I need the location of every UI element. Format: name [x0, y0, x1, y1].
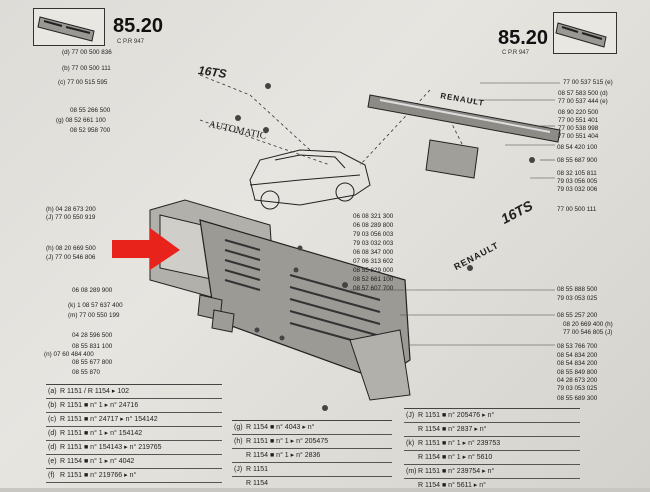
page-number-left: 85.20: [113, 15, 164, 37]
part-label: (g) 08 52 661 100: [56, 117, 106, 124]
red-arrow-icon: [112, 228, 180, 270]
part-label: 04 28 673 200: [557, 377, 598, 384]
part-label: 77 00 551 404: [558, 133, 599, 140]
part-label: 08 55 266 500: [70, 107, 111, 114]
part-label: (n) 07 60 484 400: [44, 351, 94, 358]
part-label: 77 00 551 401: [558, 117, 599, 124]
part-label: 08 32 105 811: [557, 170, 597, 177]
header-thumbnail-left: [33, 8, 105, 46]
part-label: 77 00 546 805 (J): [563, 329, 613, 336]
grille-thumbnail-icon: [555, 22, 607, 48]
part-label: 08 20 669 400 (h): [563, 321, 613, 328]
part-label: 08 54 834 200: [557, 352, 598, 359]
part-label: 08 55 689 300: [557, 395, 598, 402]
table-row: (d)R 1151 ■ n° 1 ▸ n° 154142: [46, 427, 222, 441]
table-row: (b)R 1151 ■ n° 1 ▸ n° 24716: [46, 399, 222, 413]
part-label: 79 03 056 005: [557, 178, 598, 185]
part-label: 77 00 537 515 (e): [563, 79, 613, 86]
page-ref-right: C P.R 947: [502, 50, 529, 56]
part-label: (d) 77 00 500 836: [62, 49, 112, 56]
table-row: (a)R 1151 / R 1154 ▸ 102: [46, 385, 222, 399]
header-thumbnail-right: [553, 12, 617, 54]
part-label: 79 03 032 006: [557, 186, 598, 193]
part-label: (h) 04 28 673 200: [46, 206, 96, 213]
serial-table-left: (a)R 1151 / R 1154 ▸ 102 (b)R 1151 ■ n° …: [46, 384, 222, 483]
table-row: R 1154: [246, 480, 269, 487]
table-row: R 1154 ■ n° 1 ▸ n° 5610: [404, 451, 580, 465]
part-label: 08 55 831 100: [72, 343, 113, 350]
part-label: 08 55 849 800: [557, 369, 598, 376]
part-label: (J) 77 00 546 806: [46, 254, 96, 261]
part-label: 06 08 347 000: [353, 249, 394, 256]
table-row: (d)R 1151 ■ n° 154143 ▸ n° 219765: [46, 441, 222, 455]
part-label: 08 55 257 200: [557, 312, 598, 319]
table-row: (J)R 1151: [232, 463, 392, 477]
table-row: (J)R 1151 ■ n° 205476 ▸ n°: [404, 409, 580, 423]
table-row: R 1154 ■ n° 5611 ▸ n°: [418, 482, 486, 489]
part-label: (c) 77 00 515 595: [58, 79, 108, 86]
part-label: 06 08 321 300: [353, 213, 394, 220]
part-label: 08 57 607 700: [353, 285, 394, 292]
part-label: (k) 1 08 57 637 400: [68, 302, 123, 309]
part-label: 79 03 032 003: [353, 240, 394, 247]
part-label: 08 55 687 900: [557, 157, 598, 164]
part-label: (h) 08 20 669 500: [46, 245, 96, 252]
table-row: (h)R 1151 ■ n° 1 ▸ n° 205475: [232, 435, 392, 449]
part-label: 08 57 583 500 (d): [558, 90, 608, 97]
part-label: 08 55 677 800: [72, 359, 113, 366]
car-outline: [249, 149, 371, 210]
table-row: (g)R 1154 ■ n° 4043 ▸ n°: [232, 421, 392, 435]
serial-table-middle: (g)R 1154 ■ n° 4043 ▸ n° (h)R 1151 ■ n° …: [232, 420, 392, 490]
part-label: 08 90 220 500: [558, 109, 599, 116]
page-number-right: 85.20: [498, 27, 549, 49]
table-row: (c)R 1151 ■ n° 24717 ▸ n° 154142: [46, 413, 222, 427]
part-label: 07 06 313 602: [353, 258, 394, 265]
part-label: 06 08 289 800: [353, 222, 394, 229]
part-label: 08 54 834 200: [557, 360, 598, 367]
part-label: 79 03 053 025: [557, 295, 598, 302]
grille-thumbnail-icon: [37, 16, 95, 42]
right-headlight-housing: [349, 329, 411, 401]
part-label: 77 00 537 444 (e): [558, 98, 608, 105]
part-label: 08 55 829 000: [353, 267, 394, 274]
emblem-text: 16TS: [197, 63, 228, 81]
part-label: (b) 77 00 500 111: [62, 65, 111, 72]
part-label: 08 53 766 700: [557, 343, 598, 350]
part-label: (J) 77 00 550 919: [46, 214, 96, 221]
part-label: 06 08 289 900: [72, 287, 113, 294]
part-label: 08 55 888 500: [557, 286, 598, 293]
table-row: (e)R 1154 ■ n° 1 ▸ n° 4042: [46, 455, 222, 469]
part-label: 77 00 500 111: [557, 206, 597, 213]
part-label: 08 52 958 700: [70, 127, 111, 134]
part-label: 08 52 661 100: [353, 276, 394, 283]
part-label: 08 54 420 100: [557, 144, 598, 151]
part-label: 77 00 538 998: [558, 125, 599, 132]
table-row: R 1154 ■ n° 1 ▸ n° 2836: [232, 449, 392, 463]
part-label: 04 28 596 500: [72, 332, 113, 339]
part-label: 79 03 056 003: [353, 231, 394, 238]
table-row: R 1154 ■ n° 2837 ▸ n°: [404, 423, 580, 437]
part-label: (m) 77 00 550 199: [68, 312, 120, 319]
part-label: 08 55 870: [72, 369, 101, 376]
table-row: (k)R 1151 ■ n° 1 ▸ n° 239753: [404, 437, 580, 451]
plate-part: [425, 139, 479, 179]
page-ref-left: C P.R 947: [117, 39, 144, 45]
part-label: 79 03 053 025: [557, 385, 598, 392]
badge-strip: [367, 94, 561, 143]
serial-table-right: (J)R 1151 ■ n° 205476 ▸ n° R 1154 ■ n° 2…: [404, 408, 580, 492]
table-row: (m)R 1151 ■ n° 239754 ▸ n°: [404, 465, 580, 479]
table-row: (f)R 1151 ■ n° 219766 ▸ n°: [46, 469, 222, 483]
